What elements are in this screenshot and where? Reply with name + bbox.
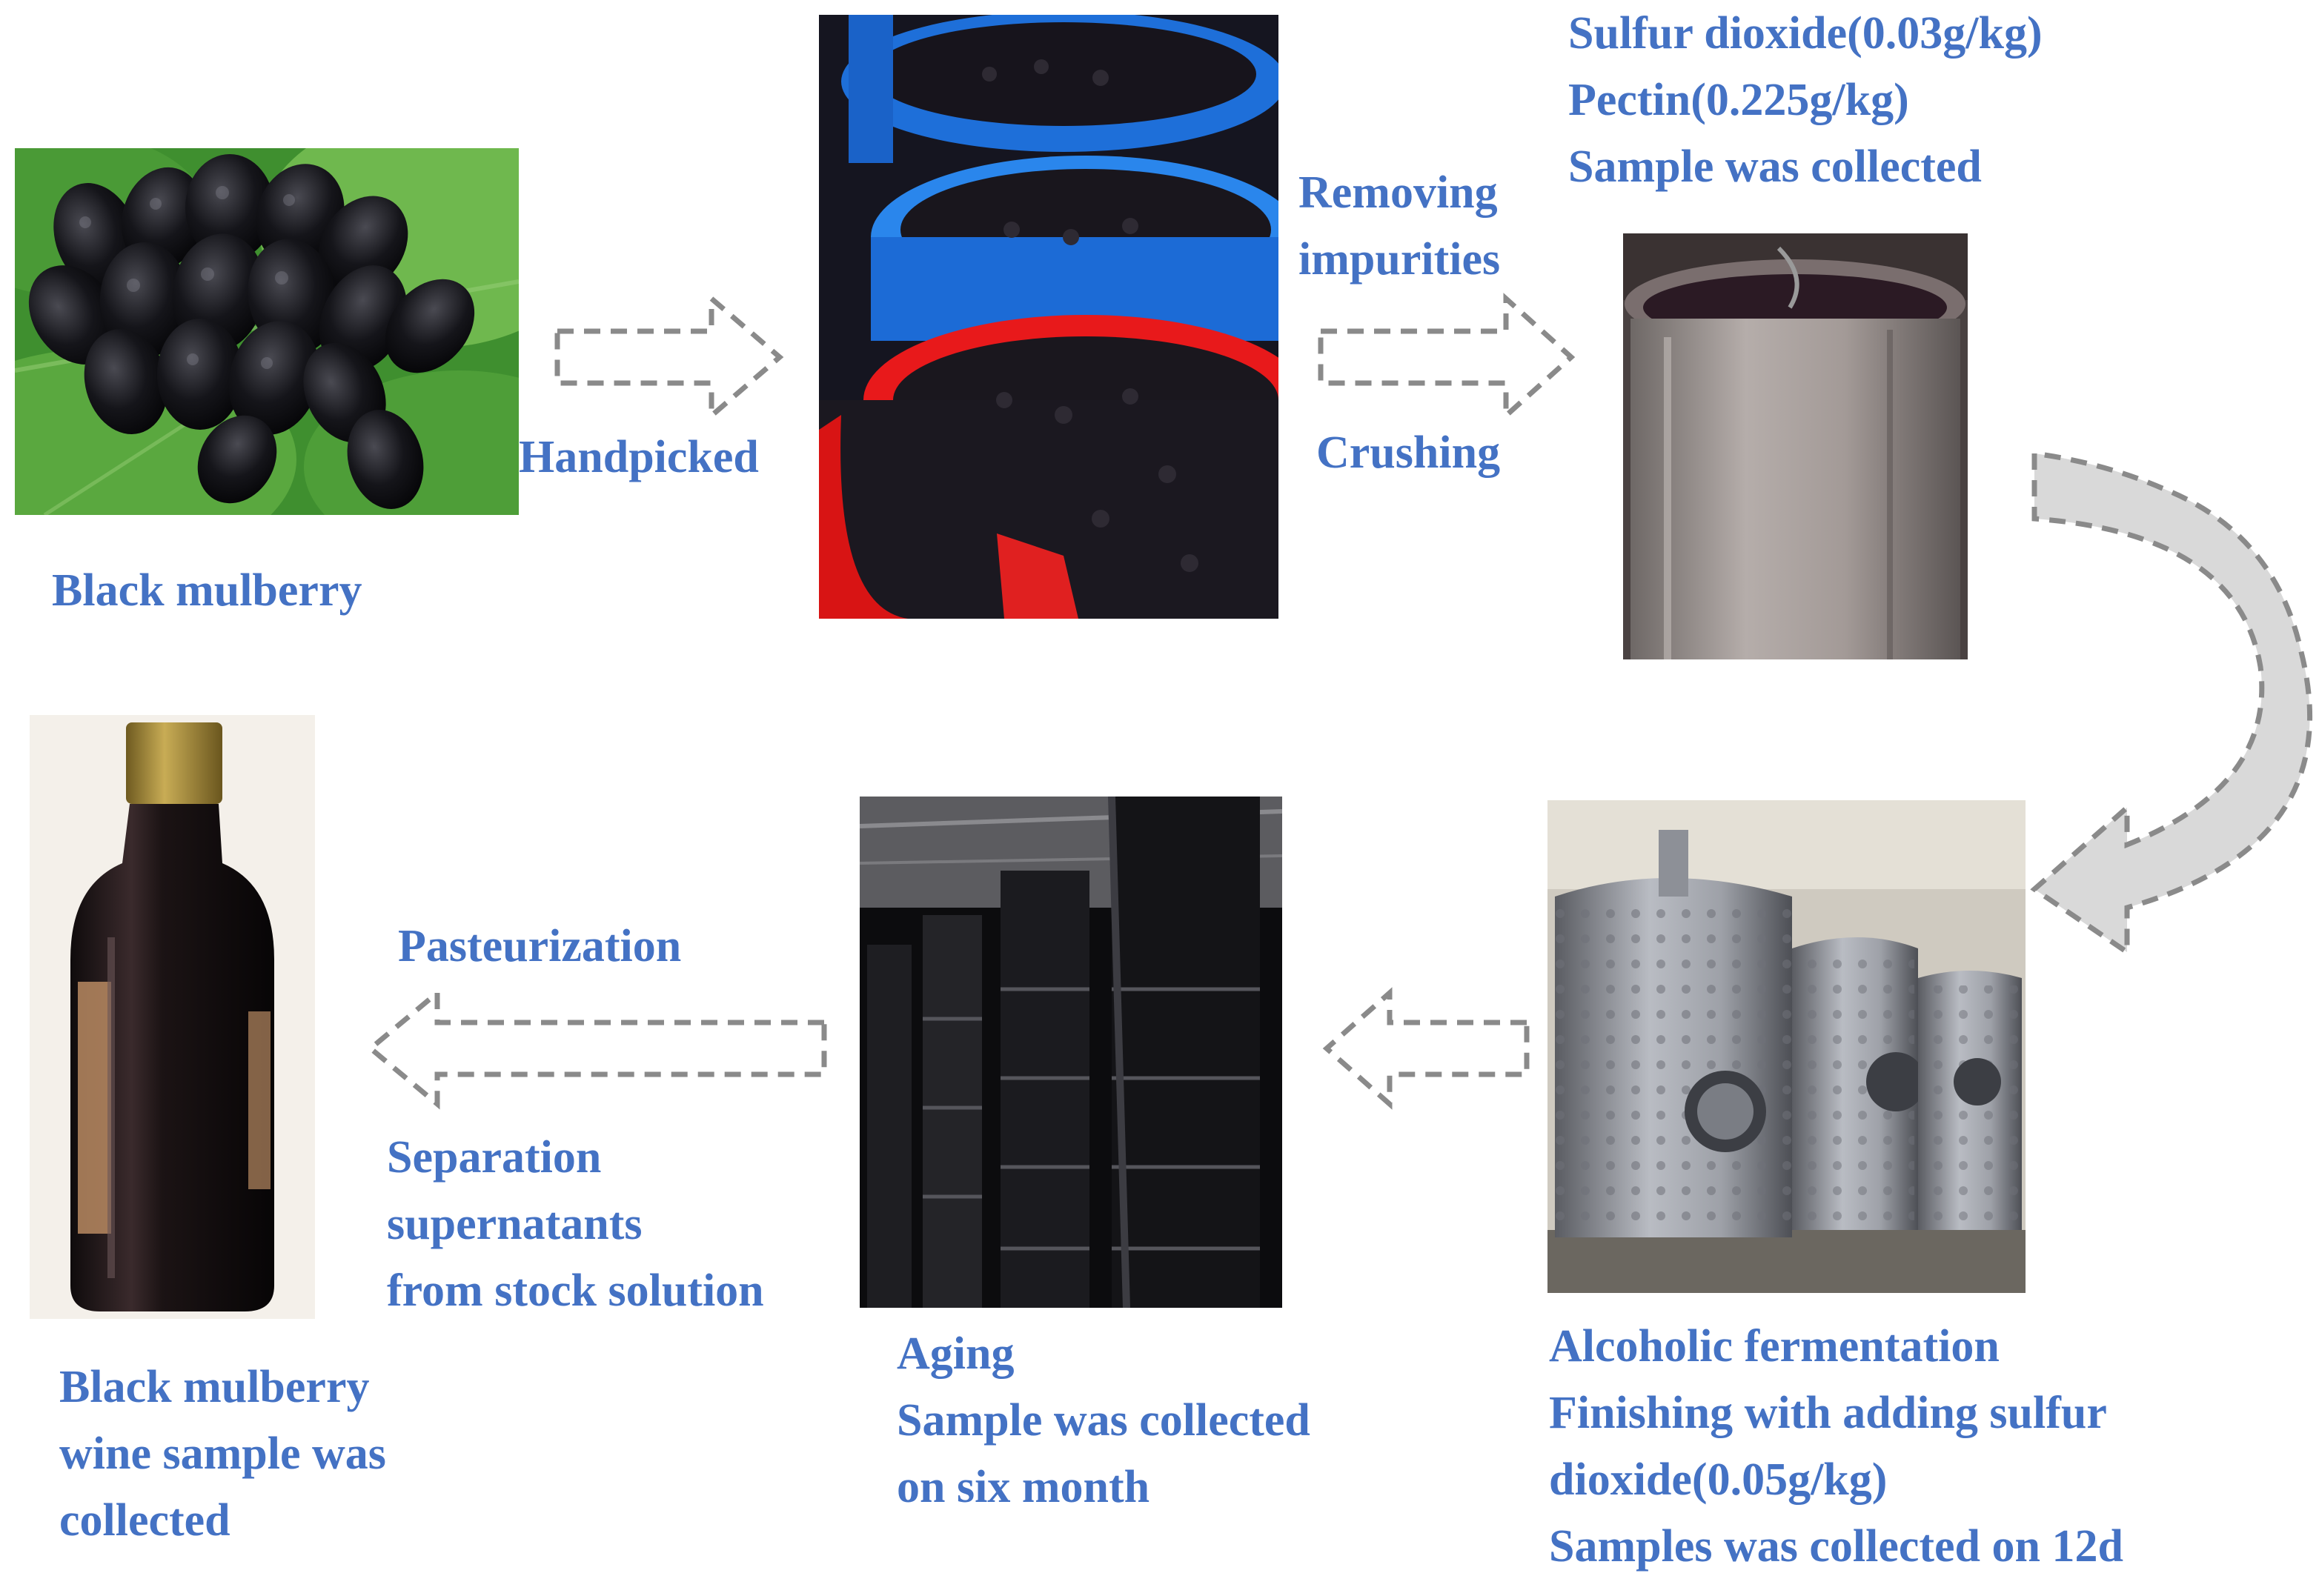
label-stock-solution: from stock solution bbox=[387, 1266, 764, 1316]
label-wine-sample-2: wine sample was bbox=[59, 1429, 386, 1479]
label-six-month: on six month bbox=[897, 1462, 1150, 1512]
label-pasteurization: Pasteurization bbox=[398, 921, 682, 971]
label-sample-collected-crushing: Sample was collected bbox=[1568, 142, 1982, 192]
wine-bottle-photo bbox=[30, 715, 315, 1319]
crushing-vessel-photo bbox=[1623, 233, 1968, 659]
label-sulfur-dioxide-initial: Sulfur dioxide(0.03g/kg) bbox=[1568, 8, 2043, 59]
arrow-left-aging bbox=[1322, 987, 1530, 1110]
label-dioxide-amount: dioxide(0.05g/kg) bbox=[1549, 1454, 1888, 1505]
label-wine-sample-3: collected bbox=[59, 1495, 230, 1546]
label-impurities: impurities bbox=[1298, 234, 1501, 285]
label-finishing-sulfur: Finishing with adding sulfur bbox=[1549, 1388, 2107, 1438]
label-supernatants: supernatants bbox=[387, 1199, 643, 1249]
buckets-of-mulberries-photo bbox=[819, 15, 1278, 619]
arrow-right-handpicked bbox=[554, 293, 784, 422]
label-alcoholic-fermentation: Alcoholic fermentation bbox=[1549, 1321, 2000, 1371]
label-aging: Aging bbox=[897, 1329, 1015, 1379]
label-samples-12d: Samples was collected on 12d bbox=[1549, 1521, 2123, 1572]
mulberry-fruit-photo bbox=[15, 148, 519, 515]
curved-arrow-to-fermentation bbox=[2030, 450, 2313, 957]
label-crushing: Crushing bbox=[1316, 428, 1501, 478]
label-separation: Separation bbox=[387, 1132, 602, 1183]
label-removing: Removing bbox=[1298, 167, 1498, 218]
label-handpicked: Handpicked bbox=[519, 432, 759, 482]
label-black-mulberry: Black mulberry bbox=[52, 565, 362, 616]
aging-tanks-photo bbox=[860, 797, 1282, 1308]
label-pectin: Pectin(0.225g/kg) bbox=[1568, 75, 1909, 125]
fermentation-tanks-photo bbox=[1547, 800, 2026, 1293]
label-wine-sample-1: Black mulberry bbox=[59, 1362, 370, 1412]
arrow-left-pasteurization bbox=[366, 987, 827, 1110]
label-sample-collected-aging: Sample was collected bbox=[897, 1395, 1310, 1446]
arrow-right-crushing bbox=[1318, 293, 1576, 422]
